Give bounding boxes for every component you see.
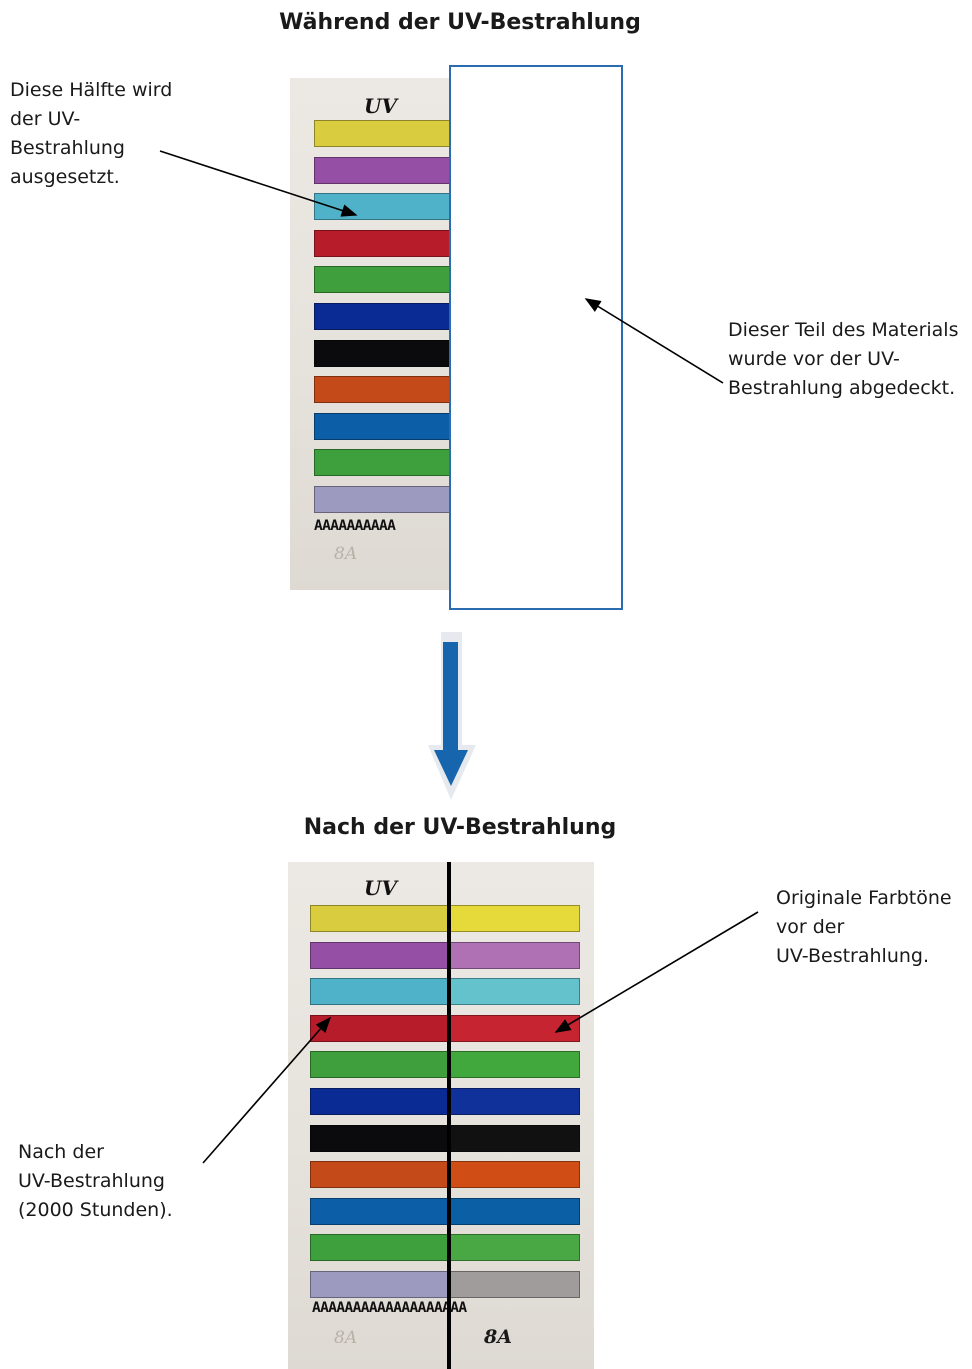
top-title: Während der UV-Bestrahlung [279, 10, 641, 35]
swatch-dark-blue-exposed [314, 303, 460, 330]
uv-mark: UV [364, 94, 397, 118]
swatch-lavender-exposed [310, 1271, 449, 1298]
letter-line: AAAAAAAAAAAAAAAAAAA [312, 1300, 467, 1316]
swatch-yellow-exposed [310, 905, 449, 932]
sample-code-faded: 8A [334, 544, 358, 564]
uv-mark: UV [364, 876, 397, 900]
sample-code: 8A [484, 1326, 512, 1348]
swatch-green-2-exposed [314, 449, 460, 477]
uv-cover-rectangle [449, 65, 623, 610]
exposed-half-label: Diese Hälfte wird der UV- Bestrahlung au… [10, 79, 173, 188]
swatch-purple-original [448, 941, 580, 969]
sample-card-after: UV AAAAAAAAAAAAAAAAAAA 8A 8A [288, 862, 594, 1369]
swatch-cyan-exposed [310, 978, 449, 1006]
swatch-cyan-exposed [314, 193, 460, 221]
letter-line: AAAAAAAAAA [314, 518, 396, 534]
swatch-orange-original [448, 1161, 580, 1189]
covered-part-label: Dieser Teil des Materials wurde vor der … [728, 319, 959, 399]
swatch-medium-blue-original [448, 1197, 580, 1225]
original-tones-label: Originale Farbtöne vor der UV-Bestrahlun… [776, 887, 952, 967]
swatch-orange-exposed [314, 376, 460, 404]
swatch-cyan-original [448, 978, 580, 1006]
swatch-lavender-exposed [314, 486, 460, 513]
swatch-yellow-exposed [314, 120, 460, 147]
swatch-black-original [448, 1124, 580, 1152]
swatch-purple-exposed [314, 156, 460, 184]
swatch-yellow-original [448, 905, 580, 932]
arrow-after-exposure [202, 1016, 332, 1164]
swatch-dark-blue-original [448, 1088, 580, 1115]
swatch-green-original [448, 1051, 580, 1079]
swatch-black-exposed [314, 339, 460, 367]
bottom-title: Nach der UV-Bestrahlung [303, 815, 617, 840]
swatch-green-2-exposed [310, 1234, 449, 1262]
arrow-exposed-half [159, 150, 358, 217]
swatch-green-2-original [448, 1234, 580, 1262]
swatch-green-exposed [314, 266, 460, 294]
sample-code-faded: 8A [334, 1328, 358, 1348]
arrow-original-tones [554, 911, 759, 1033]
divider-line [447, 862, 451, 1369]
swatch-black-exposed [310, 1124, 449, 1152]
arrow-covered-part [584, 298, 724, 384]
swatch-red-exposed [314, 229, 460, 257]
swatch-orange-exposed [310, 1161, 449, 1189]
swatch-medium-blue-exposed [314, 412, 460, 440]
sample-card-during: UV AAAAAAAAAA 8A [290, 78, 460, 590]
transition-arrow-icon [428, 632, 478, 802]
swatch-dark-blue-exposed [310, 1088, 449, 1115]
swatch-red-exposed [310, 1014, 449, 1042]
swatch-lavender-original [448, 1271, 580, 1298]
swatch-medium-blue-exposed [310, 1197, 449, 1225]
after-exposure-label: Nach der UV-Bestrahlung (2000 Stunden). [18, 1141, 173, 1221]
